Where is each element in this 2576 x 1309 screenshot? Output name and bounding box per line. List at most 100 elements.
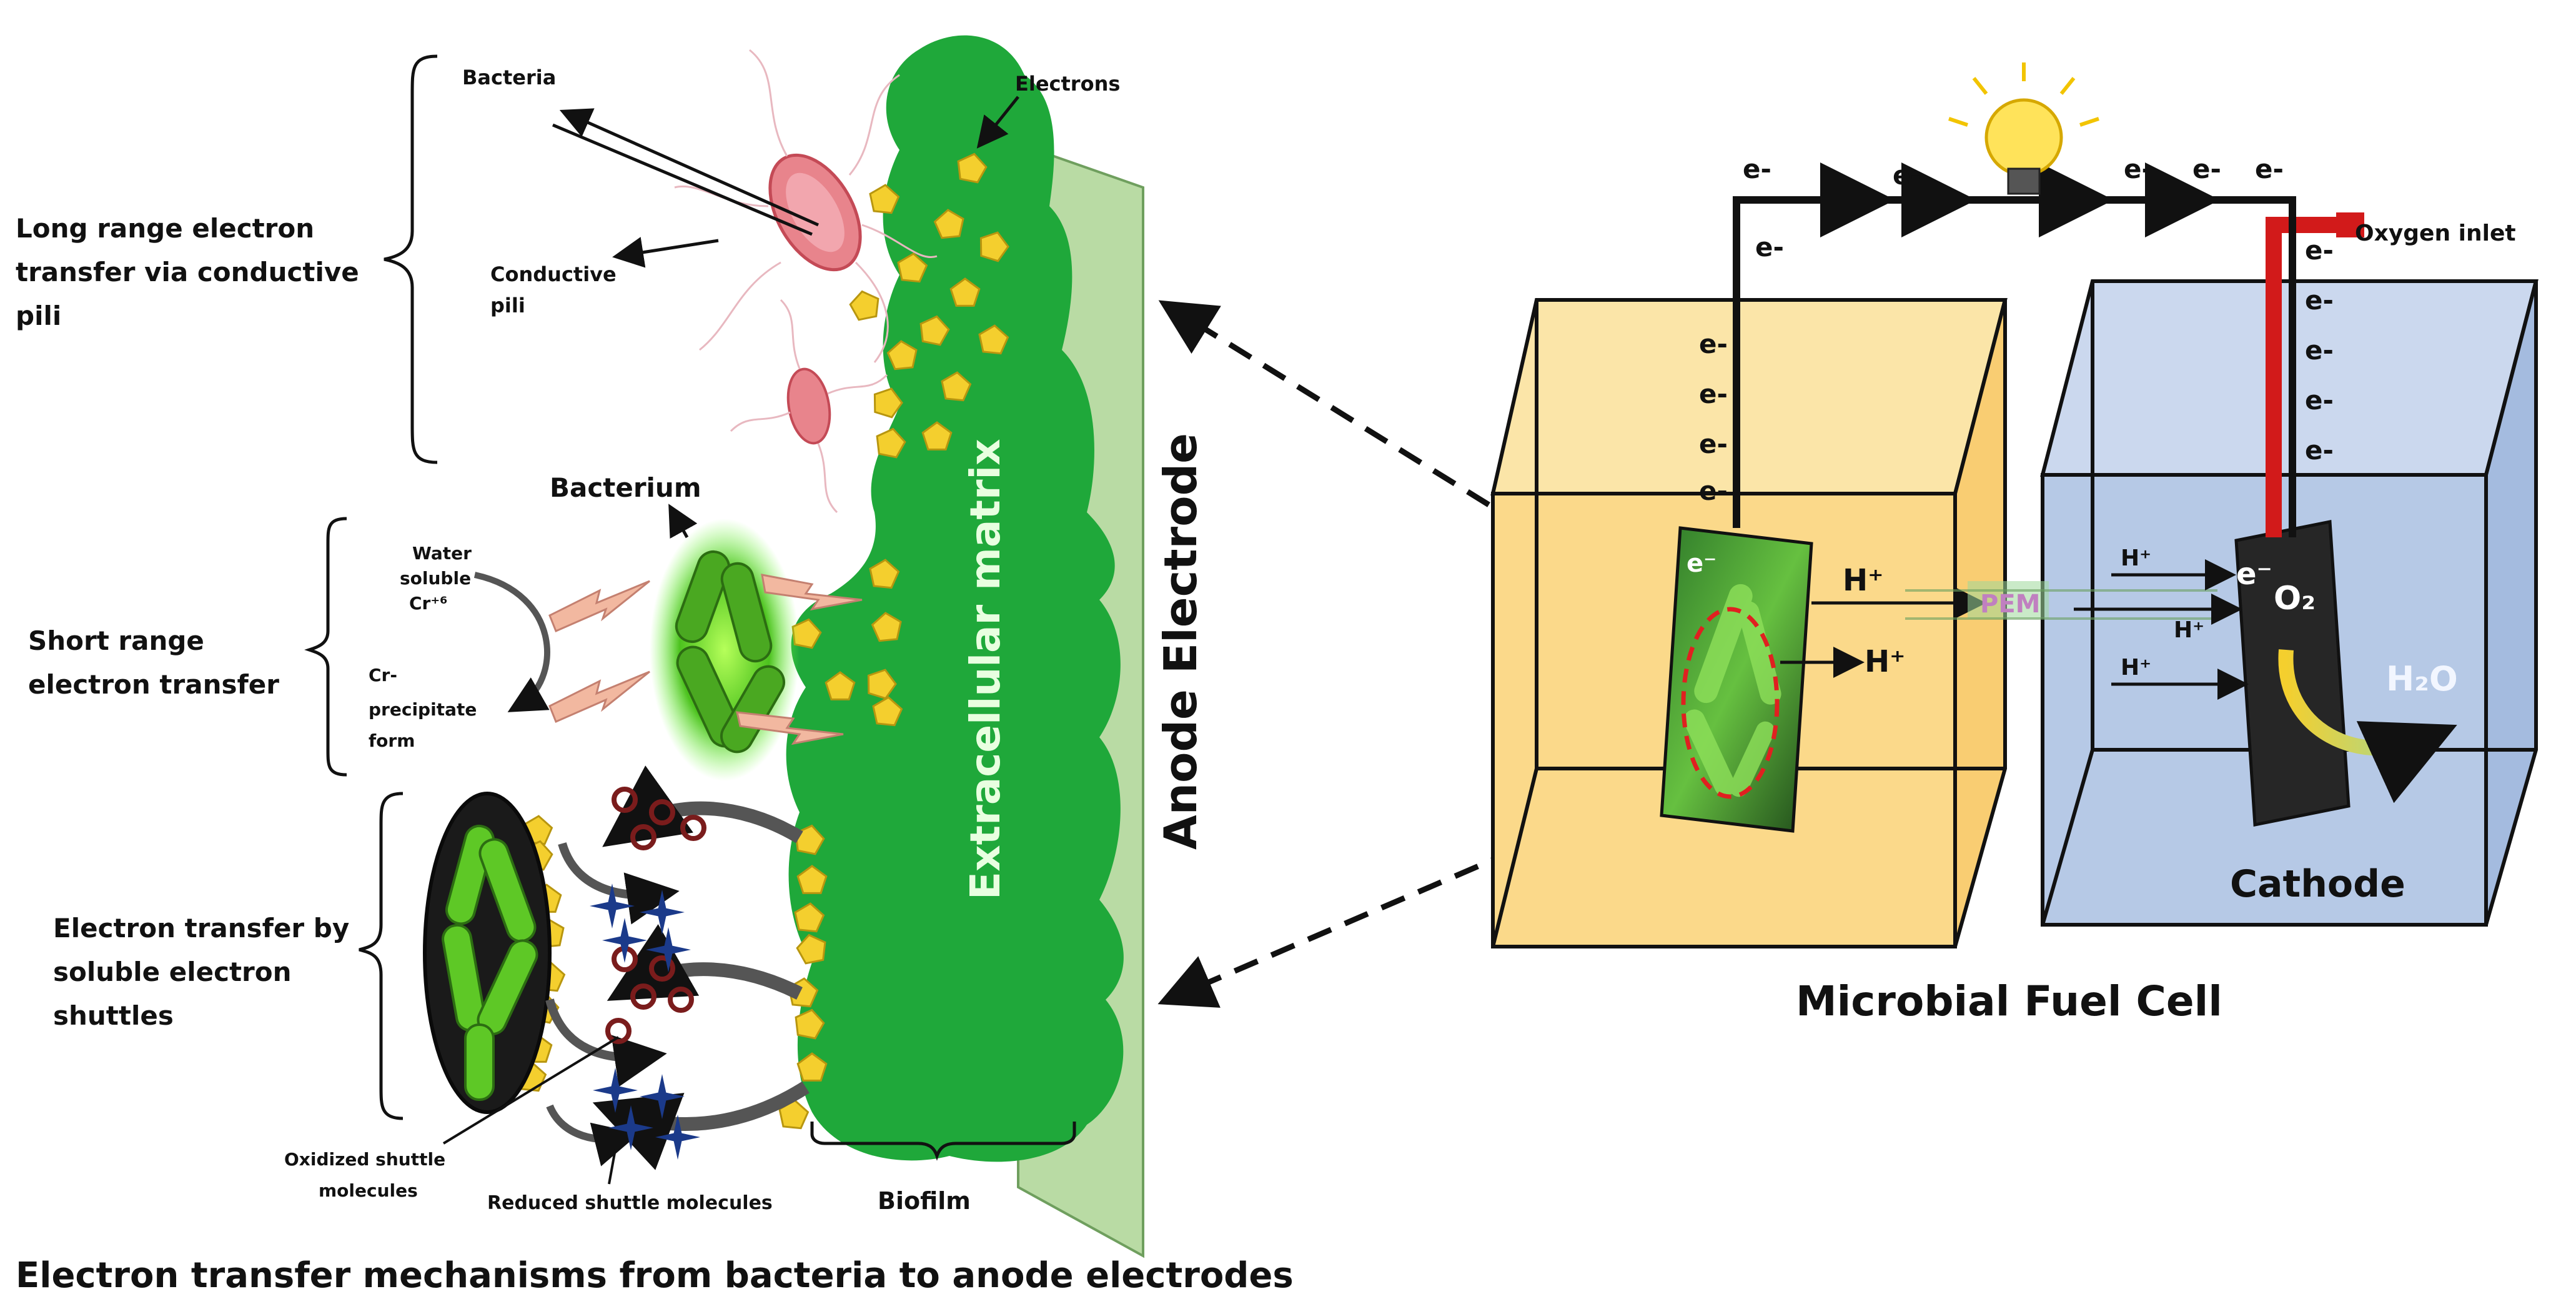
oxidized-shuttle-ring-icon	[668, 987, 694, 1013]
shuttle-arrow-mid-return	[545, 998, 667, 1087]
electron-pentagon-icon	[933, 209, 964, 239]
biofilm-cloud	[786, 35, 1124, 1162]
electron-pentagon-icon	[871, 612, 902, 642]
anode-electrode-image	[1660, 526, 1813, 833]
electron-pentagon-icon	[869, 184, 900, 214]
electron-pentagon-icon	[794, 902, 825, 933]
light-bulb-icon	[1948, 62, 2099, 195]
oxidized-pointer	[442, 1036, 620, 1145]
electron-pentagon-icon	[949, 277, 981, 307]
electron-pentagon-icon	[872, 696, 903, 727]
cr-cycle-arrow	[473, 572, 550, 712]
electron-pentagon-icon	[796, 933, 826, 965]
electron-pentagon-icon	[886, 340, 918, 371]
svg-text:e-: e-	[1699, 329, 1728, 359]
electron-pentagon-icon	[876, 427, 906, 459]
svg-text:e-: e-	[2305, 235, 2334, 266]
electron-pentagon-icon	[873, 387, 903, 419]
proton-label: H⁺	[1843, 563, 1884, 598]
proton-label: H⁺	[2121, 655, 2151, 680]
cathode-electron: e⁻	[2236, 557, 2272, 592]
brace-shuttles	[359, 792, 404, 1120]
reduced-shuttle-star-icon	[590, 883, 635, 928]
cathode-label: Cathode	[2230, 862, 2405, 906]
svg-text:e-: e-	[2192, 154, 2221, 184]
oxidized-shuttle-ring-icon	[630, 824, 656, 850]
electrons-pointer	[976, 96, 1019, 149]
oxidized-shuttle-ring-icon	[649, 799, 675, 825]
oxygen-inlet-pipe	[2266, 217, 2349, 537]
shuttles-label: Electron transfer by soluble electron sh…	[53, 913, 359, 1031]
oxidized-shuttle-ring-icon	[630, 983, 656, 1010]
svg-text:e-: e-	[2305, 335, 2334, 366]
short-range-label: Short range electron transfer	[28, 625, 279, 700]
oxygen-inlet-cap	[2336, 212, 2364, 237]
electron-pentagon-icon	[867, 669, 897, 700]
reduced-shuttle-star-icon	[602, 918, 647, 963]
long-range-label: Long range electron transfer via conduct…	[16, 213, 368, 331]
o2-label: O₂	[2274, 580, 2316, 617]
shuttle-molecules	[590, 787, 706, 1160]
svg-text:e-: e-	[1755, 232, 1784, 262]
oxidized-shuttle-ring-icon	[649, 955, 675, 982]
lightning-bolt-icon	[548, 574, 863, 745]
shuttle-arrow-bottom	[592, 1081, 810, 1170]
bacterium-icon	[674, 49, 938, 363]
electron-pentagon-icon	[919, 315, 950, 346]
electron-pentagon-icon	[978, 324, 1009, 355]
proton-label: H⁺	[2174, 617, 2204, 643]
svg-text:e-: e-	[1893, 160, 1921, 191]
electron-pentagon-icon	[825, 671, 856, 700]
pem-label: PEM	[1980, 590, 2040, 619]
svg-text:e-: e-	[1743, 154, 1771, 184]
bacterium-icon	[730, 299, 888, 514]
shuttle-arrow-mid	[607, 924, 803, 1001]
oxygen-inlet-label: Oxygen inlet	[2355, 221, 2516, 246]
left-caption: Electron transfer mechanisms from bacter…	[16, 1255, 1294, 1296]
svg-text:e-: e-	[1699, 475, 1728, 506]
anode-electron: e⁻	[1687, 549, 1717, 578]
proton-label: H⁺	[1865, 644, 1906, 679]
brace-short-range	[304, 517, 347, 777]
electron-pentagon-icon	[957, 152, 988, 184]
external-circuit-wire	[1733, 196, 2296, 537]
bacteria-pointer	[559, 108, 820, 227]
anode-electrode-label: Anode Electrode	[1154, 433, 1207, 850]
svg-text:e-: e-	[1699, 429, 1728, 459]
pili-pointer	[612, 237, 719, 268]
water-soluble-label: Water soluble Cr⁺⁶	[400, 543, 478, 614]
electron-pentagon-icon	[941, 371, 972, 402]
water-formation-arrow	[2278, 649, 2457, 804]
bacterium-icon	[650, 519, 800, 781]
extracellular-matrix-label: Extracellular matrix	[961, 439, 1009, 900]
wire-electrons: e- e- e- e- e- e- e- e- e- e- e- e- e- e…	[1699, 154, 2334, 506]
reduced-shuttle-star-icon	[608, 1105, 653, 1150]
reduced-shuttle-star-icon	[646, 927, 691, 972]
oxidized-shuttle-label: Oxidized shuttle molecules	[284, 1149, 452, 1201]
bacterium-label: Bacterium	[550, 472, 701, 503]
conductive-pili-label: Conductive pili	[490, 262, 623, 317]
electron-pentagon-icon	[849, 290, 879, 321]
svg-text:e-: e-	[2305, 285, 2334, 316]
svg-text:e-: e-	[2305, 385, 2334, 416]
shuttle-arrow-top	[602, 765, 803, 847]
reduced-shuttle-star-icon	[640, 1074, 685, 1119]
svg-text:e-: e-	[1699, 379, 1728, 409]
brace-long-range	[384, 54, 438, 464]
reduced-shuttle-label: Reduced shuttle molecules	[487, 1192, 773, 1214]
bacterium-icon	[423, 792, 552, 1114]
reduced-pointer	[608, 1149, 617, 1185]
biofilm-label: Biofilm	[878, 1187, 971, 1215]
oxidized-shuttle-ring-icon	[612, 787, 638, 813]
svg-text:e-: e-	[2255, 154, 2284, 184]
shuttle-arrow-bottom-return	[546, 1104, 640, 1167]
brace-biofilm	[810, 1122, 1076, 1161]
reduced-shuttle-star-icon	[655, 1115, 700, 1160]
electrons-label: Electrons	[1015, 72, 1120, 96]
cr-precipitate-label: Cr- precipitate form	[369, 665, 483, 751]
reduced-shuttle-star-icon	[593, 1068, 638, 1113]
bacteria-pointer	[552, 123, 813, 236]
mfc-title: Microbial Fuel Cell	[1796, 977, 2222, 1025]
reduced-shuttle-star-icon	[640, 890, 685, 935]
shuttle-arrow-top-return	[558, 842, 680, 925]
